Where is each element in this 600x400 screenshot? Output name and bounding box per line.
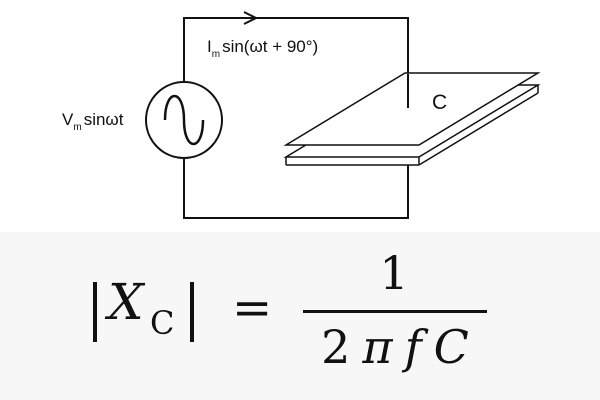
source-magnitude-subscript: m [73, 122, 82, 133]
capacitor-bottom-plate-right-edge [418, 92, 539, 166]
fraction-numerator: 1 [379, 246, 409, 300]
equals-sign: = [232, 280, 273, 336]
capacitor-top-plate [283, 72, 541, 146]
wire-left-top [183, 17, 409, 108]
reactance-symbol: X [108, 273, 144, 331]
source-magnitude-symbol: V [62, 110, 74, 129]
denominator-c: C [433, 320, 469, 374]
sine-wave-icon [163, 94, 205, 146]
denominator-f: f [404, 320, 422, 374]
absolute-bar-right [190, 282, 194, 342]
reactance-subscript: C [150, 304, 175, 342]
capacitor-label: C [432, 91, 448, 114]
source-expression: sinωt [83, 110, 124, 129]
denominator-pi: π [362, 320, 393, 374]
current-magnitude-symbol: I [207, 37, 212, 56]
circuit-diagram [145, 11, 541, 219]
absolute-bar-left [93, 282, 97, 342]
fraction-line [303, 310, 487, 313]
current-arrow-icon [243, 11, 259, 25]
current-expression: sin(ωt + 90°) [222, 37, 319, 56]
denominator-two: 2 [321, 320, 351, 374]
current-magnitude-subscript: m [211, 49, 221, 60]
wire-left-bottom [183, 158, 409, 219]
